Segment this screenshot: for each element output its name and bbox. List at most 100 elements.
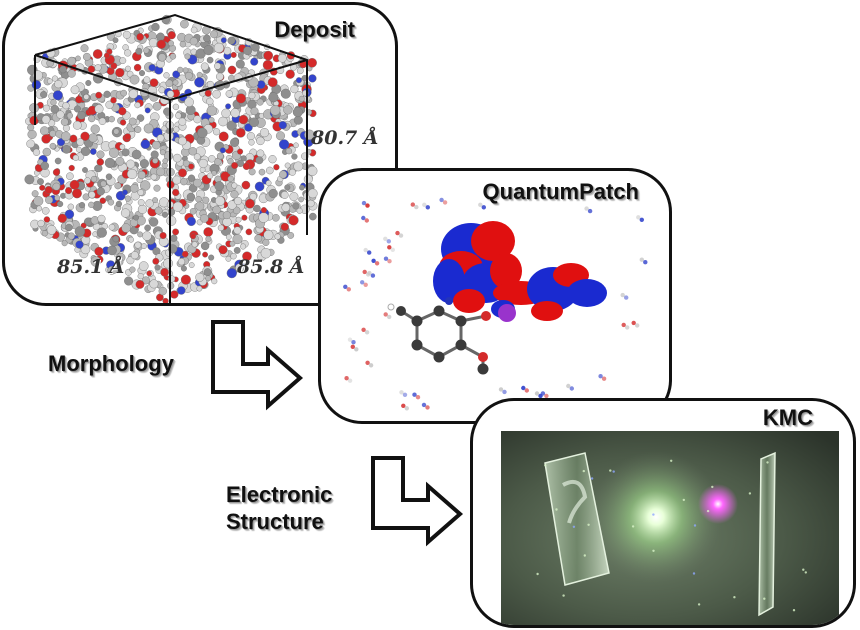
atom	[40, 161, 49, 171]
charge-carrier	[792, 609, 796, 612]
atom	[90, 148, 97, 155]
small-molecule-atom	[398, 233, 404, 238]
small-molecule-atom	[368, 363, 374, 368]
atom	[258, 212, 269, 223]
atom	[151, 140, 161, 150]
small-molecule-atom	[370, 273, 376, 278]
atom	[151, 22, 160, 32]
atom	[237, 148, 244, 155]
atom	[115, 67, 125, 78]
atom	[299, 184, 305, 191]
atom	[205, 275, 212, 282]
atom	[267, 77, 278, 88]
left-electrode	[544, 452, 610, 586]
charge-carrier	[733, 596, 736, 599]
atom	[120, 208, 131, 218]
atom	[193, 178, 202, 188]
small-molecule-atom	[414, 204, 419, 210]
atom	[129, 266, 136, 273]
atom	[125, 65, 131, 72]
kmc-simulation-image	[501, 431, 839, 625]
atom	[235, 128, 246, 138]
atom	[133, 214, 140, 221]
atom	[260, 247, 272, 259]
charge-carrier	[536, 572, 539, 576]
atom	[136, 33, 144, 41]
atom	[285, 69, 295, 79]
atom	[108, 147, 120, 158]
atom	[137, 189, 145, 196]
small-molecule-atom	[410, 202, 415, 207]
atom	[124, 133, 132, 141]
atom	[206, 97, 214, 106]
atom	[230, 137, 240, 147]
atom	[258, 168, 266, 176]
atom	[162, 158, 168, 164]
atom	[219, 147, 226, 154]
atom	[131, 149, 142, 160]
atom	[173, 126, 180, 133]
atom	[242, 162, 251, 171]
atom	[273, 164, 280, 171]
atom	[100, 180, 107, 188]
atom	[225, 90, 234, 98]
atom	[240, 155, 247, 162]
small-molecule-atom	[362, 269, 367, 275]
atom	[54, 157, 62, 165]
atom	[178, 117, 187, 126]
deposit-title: Deposit	[274, 17, 355, 42]
atom	[308, 212, 317, 221]
right-electrode	[758, 451, 776, 617]
atom	[78, 202, 86, 209]
atom	[244, 123, 253, 132]
atom	[262, 59, 274, 71]
atom	[218, 245, 228, 255]
atom	[179, 41, 187, 48]
small-molecule-atom	[361, 327, 366, 332]
atom	[88, 133, 98, 143]
small-molecule-atom	[538, 393, 543, 399]
atom	[298, 95, 305, 102]
atom	[31, 80, 42, 90]
atom	[212, 89, 221, 99]
atom	[88, 201, 95, 208]
atom	[255, 156, 264, 165]
atom	[152, 102, 162, 111]
atom	[280, 191, 289, 199]
atom	[262, 238, 270, 246]
atom	[56, 110, 65, 119]
atom	[284, 162, 291, 169]
atom	[87, 65, 96, 73]
atom	[152, 197, 159, 204]
atom	[184, 97, 194, 107]
small-molecule-atom	[366, 272, 371, 277]
deposit-morphology-image	[24, 13, 318, 303]
atom	[150, 150, 159, 159]
atom	[158, 286, 168, 296]
atom	[293, 161, 304, 172]
atom	[145, 199, 154, 208]
atom	[228, 74, 235, 82]
atom	[189, 37, 198, 46]
atom	[195, 201, 205, 211]
atom	[203, 34, 211, 43]
atom	[194, 77, 205, 88]
atom	[190, 233, 197, 240]
atom	[156, 134, 165, 142]
atom	[61, 131, 71, 142]
small-molecule-atom	[598, 374, 603, 379]
small-molecule-atom	[387, 314, 392, 320]
simulation-box-outline	[34, 13, 308, 303]
atom	[248, 139, 255, 146]
atom	[44, 185, 53, 194]
atom	[80, 146, 91, 157]
atom	[156, 167, 166, 177]
charge-carrier	[652, 513, 655, 516]
atom	[274, 233, 281, 240]
atom	[62, 124, 70, 132]
atom	[80, 244, 91, 255]
atom	[94, 104, 104, 114]
atom	[268, 188, 278, 199]
atom	[185, 105, 196, 116]
small-molecule-atom	[371, 258, 376, 263]
